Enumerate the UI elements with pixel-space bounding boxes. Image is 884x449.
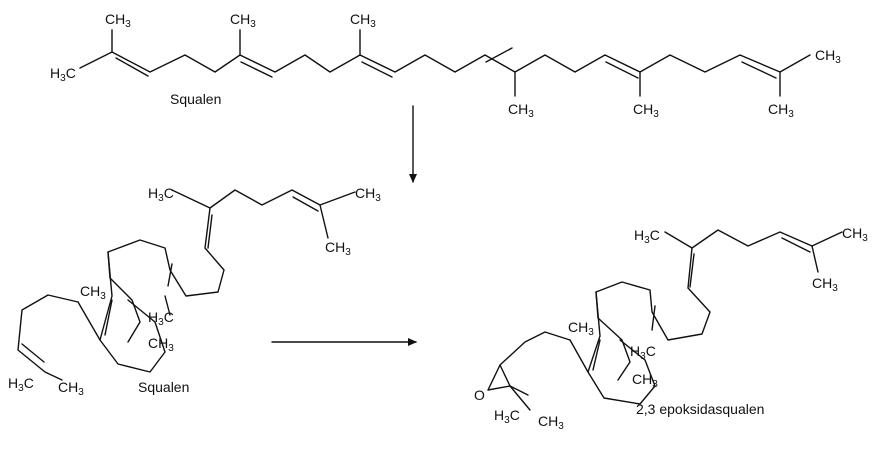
double-bond	[104, 299, 113, 336]
methyl-bond	[811, 245, 819, 273]
folded-chain	[107, 207, 225, 343]
double-bond	[651, 305, 656, 331]
methyl-label: CH3	[768, 101, 794, 120]
methyl-bond	[319, 204, 329, 239]
methyl-label: CH3	[105, 11, 131, 30]
double-bond	[292, 196, 319, 212]
methyl-label: H3C	[148, 185, 174, 204]
methyl-label: H3C	[8, 375, 34, 394]
methyl-label: CH3	[812, 275, 838, 294]
methyl-label: CH3	[632, 371, 658, 390]
methyl-label: CH3	[355, 185, 381, 204]
methyl-label: CH3	[148, 335, 174, 354]
squalene-folded-caption: Squalen	[138, 379, 189, 395]
methyl-label: CH3	[842, 225, 868, 244]
squalene-folded-structure: H3C CH3 CH3 CH3 H3C CH3 H3C CH3 Squalen	[8, 185, 381, 398]
methyl-label: CH3	[325, 239, 351, 258]
epoxide-structure: H3C CH3 CH3 CH3 H3C CH3 O H3C CH3 2,3 ep…	[474, 225, 868, 432]
epoxide-oxygen: O	[474, 387, 485, 403]
folded-tail	[171, 189, 356, 209]
methyl-label: CH3	[538, 413, 564, 432]
squalene-linear-structure: H3C CH3 CH3 CH3 CH3 CH3 CH3 CH3 Squalen	[50, 11, 841, 120]
double-bond	[781, 237, 811, 253]
double-bond	[689, 253, 695, 288]
double-bond	[115, 57, 149, 77]
double-bond	[21, 343, 45, 363]
bond	[569, 339, 589, 373]
squalene-linear-chain	[79, 51, 811, 73]
bond	[77, 301, 101, 341]
methyl-label: H3C	[634, 227, 660, 246]
double-bond	[167, 263, 173, 287]
epoxide-left	[499, 331, 571, 396]
methyl-label: CH3	[508, 101, 534, 120]
folded-ring	[99, 251, 166, 373]
squalene-linear-caption: Squalen	[170, 91, 221, 107]
methyl-label: CH3	[633, 101, 659, 120]
methyl-label: CH3	[815, 47, 841, 66]
methyl-label: H3C	[494, 407, 520, 426]
epoxide-caption: 2,3 epoksidasqualen	[636, 401, 764, 417]
double-bond	[605, 61, 639, 79]
double-bond	[207, 214, 213, 249]
methyl-label: CH3	[80, 283, 106, 302]
double-bond	[592, 339, 601, 371]
epoxide-oxirane	[487, 364, 511, 391]
methyl-label: H3C	[148, 309, 174, 328]
methyl-label: H3C	[50, 65, 76, 84]
methyl-bond	[509, 385, 531, 411]
methyl-bond	[164, 295, 171, 316]
epoxide-tail	[664, 229, 843, 249]
double-bond	[741, 61, 777, 79]
methyl-label: CH3	[350, 11, 376, 30]
epoxide-ring	[587, 291, 656, 405]
methyl-label: CH3	[58, 379, 84, 398]
methyl-label: CH3	[568, 319, 594, 338]
methyl-label: H3C	[630, 343, 656, 362]
methyl-label: CH3	[230, 11, 256, 30]
double-bond	[485, 47, 513, 63]
double-bond	[361, 61, 393, 78]
epoxide-chain	[595, 247, 711, 381]
double-bond	[240, 61, 273, 78]
folded-left-tail	[17, 294, 79, 381]
